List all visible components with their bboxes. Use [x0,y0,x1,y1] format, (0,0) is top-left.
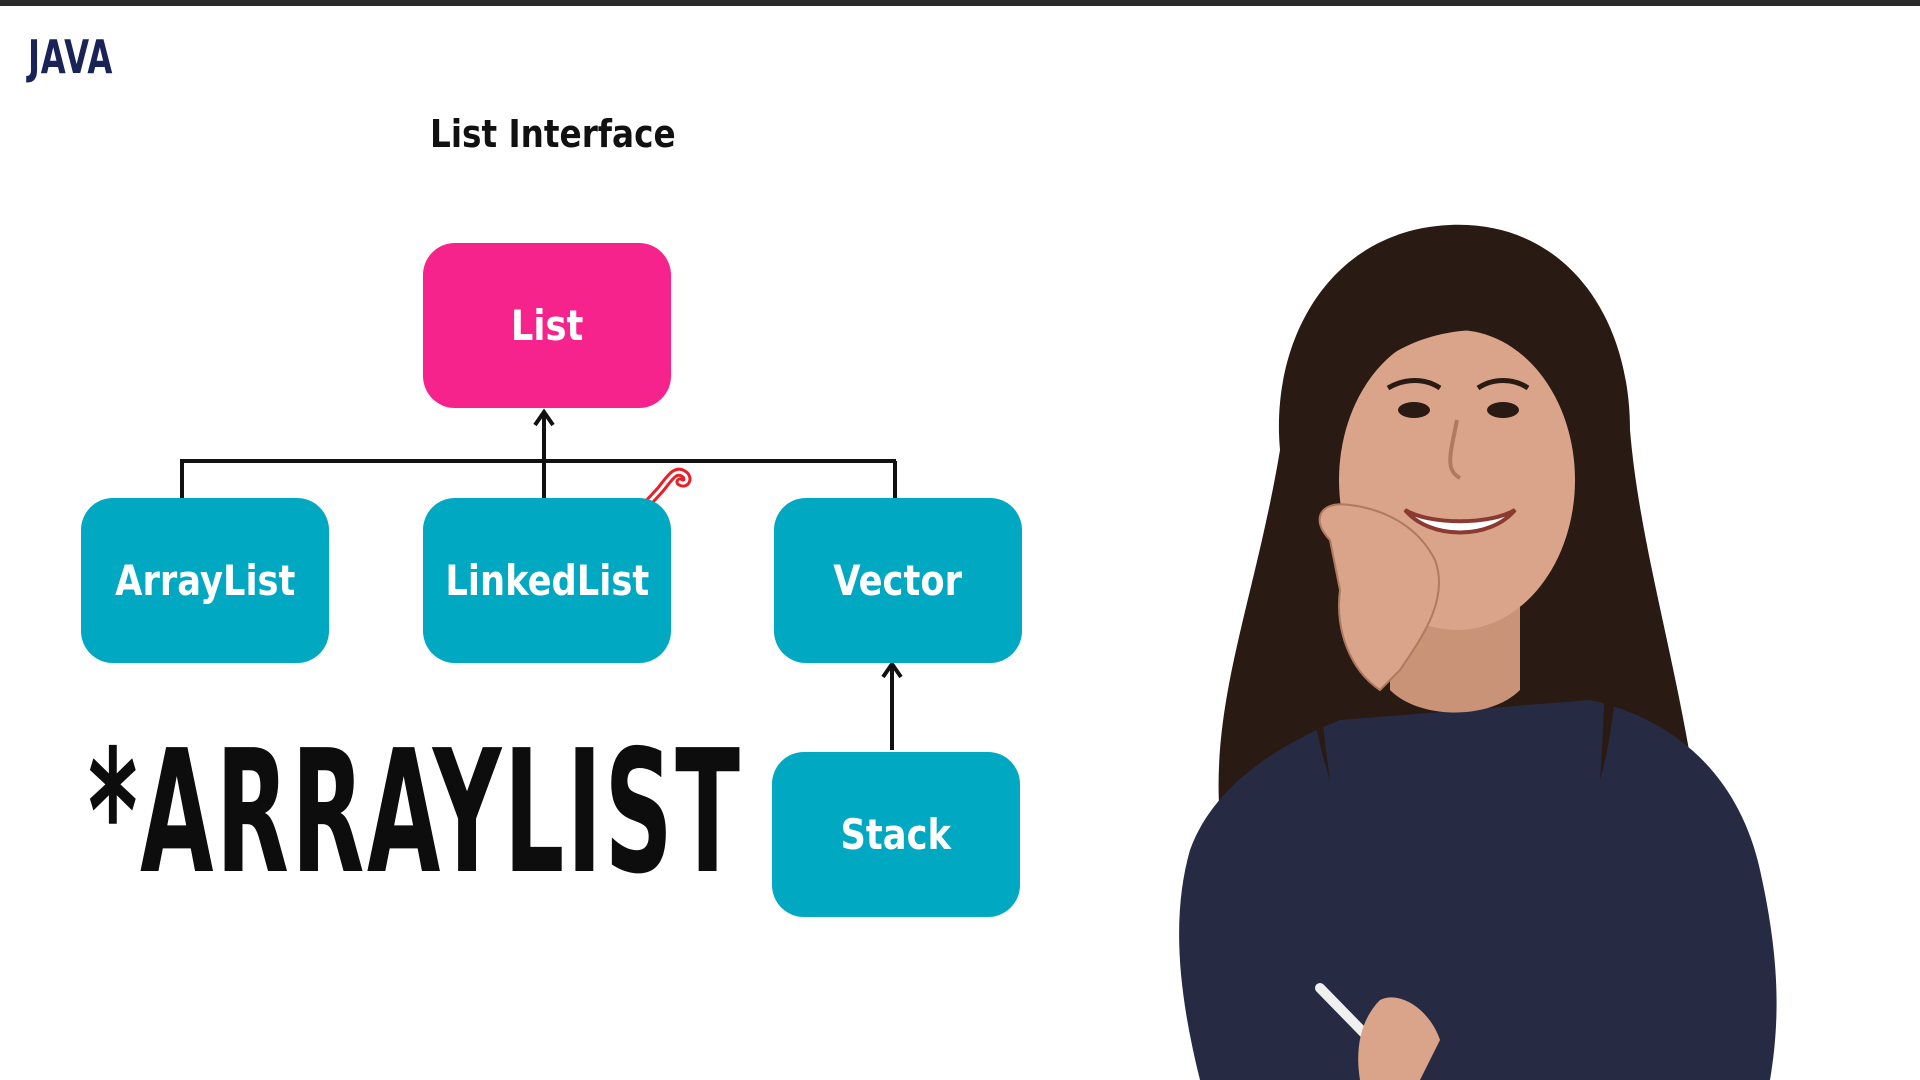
node-arraylist: ArrayList [81,498,329,663]
node-arraylist-label: ArrayList [114,556,296,605]
arraylist-overlay-caption: *ARRAYLIST [88,714,743,912]
presenter-hand [1318,503,1441,692]
presenter-person-image [1179,224,1777,1080]
node-vector: Vector [774,498,1022,663]
java-brand-logo: JAVA [28,30,114,84]
node-stack-label: Stack [840,810,952,859]
arrowhead-vector [881,660,903,679]
slide-title: List Interface [430,112,676,156]
presenter-smile [1403,508,1517,535]
presenter-shirt [1179,700,1777,1080]
node-list-label: List [510,301,584,350]
node-linkedlist: LinkedList [423,498,671,663]
node-stack: Stack [772,752,1020,917]
arrowhead-list [533,408,555,427]
node-list: List [423,243,671,408]
node-vector-label: Vector [833,556,963,605]
top-bar [0,0,1920,6]
node-linkedlist-label: LinkedList [445,556,649,605]
